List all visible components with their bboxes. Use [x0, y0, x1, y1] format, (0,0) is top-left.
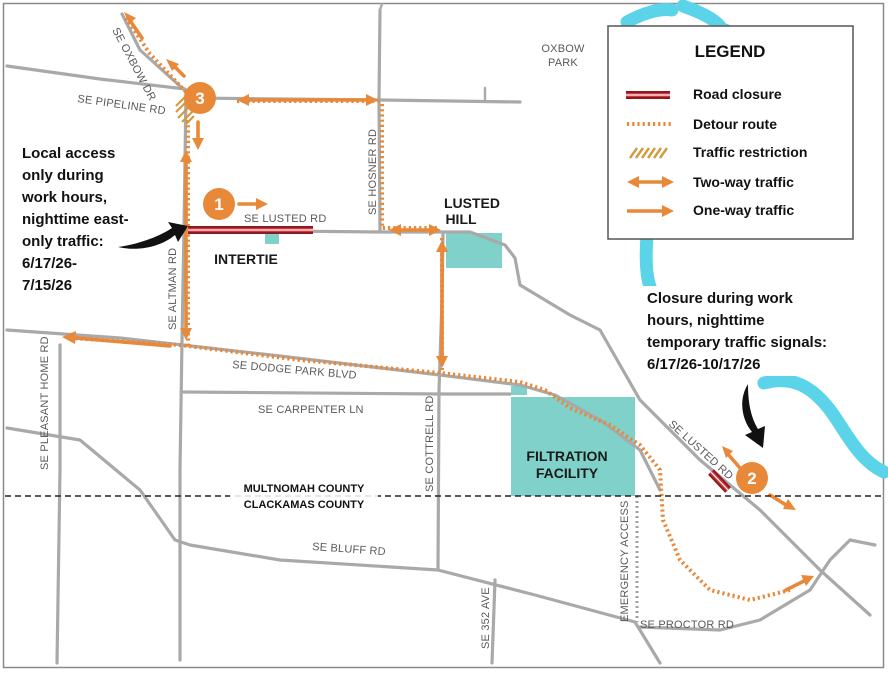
road-label-proctor: SE PROCTOR RD: [640, 619, 734, 631]
road-closure-2: [708, 469, 731, 493]
road-label-hosner: SE HOSNER RD: [367, 129, 379, 215]
svg-text:only traffic:: only traffic:: [22, 233, 104, 250]
svg-text:work hours,: work hours,: [21, 189, 107, 206]
road-label-altman: SE ALTMAN RD: [167, 248, 179, 330]
note-pointer-left: [118, 222, 188, 249]
svg-text:1: 1: [214, 195, 223, 214]
svg-text:7/15/26: 7/15/26: [22, 277, 72, 294]
legend-item-detour-route: Detour route: [693, 116, 777, 132]
legend-item-road-closure: Road closure: [693, 86, 782, 102]
svg-text:3: 3: [195, 89, 204, 108]
place-label-lusted-hill-line1: LUSTED: [444, 195, 500, 211]
road-label-carpenter: SE CARPENTER LN: [258, 404, 364, 416]
facility-annex: [511, 386, 527, 395]
marker-2: 2: [736, 462, 768, 494]
svg-text:6/17/26-: 6/17/26-: [22, 255, 77, 272]
one-way-traffic-arrows: [166, 59, 814, 592]
county-label-south: CLACKAMAS COUNTY: [244, 499, 365, 511]
legend-item-traffic-restriction: Traffic restriction: [693, 144, 807, 160]
county-label-backdrop: [230, 482, 378, 512]
place-label-filtration-line2: FACILITY: [536, 465, 599, 481]
road-label-cottrell: SE COTTRELL RD: [424, 395, 436, 492]
legend-item-one-way-traffic: One-way traffic: [693, 202, 794, 218]
note-left: Local access only during work hours, nig…: [21, 145, 129, 294]
road-label-lusted: SE LUSTED RD: [244, 213, 326, 225]
legend-traffic-restriction-symbol: [629, 147, 668, 159]
filtration-facility-area: [511, 397, 635, 496]
legend-one-way-symbol: [627, 205, 674, 217]
legend: LEGEND Road closure Detour route Traffic…: [607, 25, 854, 240]
road-label-pleasant-home: SE PLEASANT HOME RD: [39, 336, 51, 470]
marker-3: 3: [184, 82, 216, 114]
legend-title: LEGEND: [695, 42, 766, 61]
legend-two-way-symbol: [627, 176, 674, 188]
legend-item-two-way-traffic: Two-way traffic: [693, 174, 794, 190]
traffic-restriction-marker: [175, 95, 195, 125]
place-label-lusted-hill-line2: HILL: [445, 211, 477, 227]
county-label-north: MULTNOMAH COUNTY: [244, 483, 365, 495]
place-label-intertie: INTERTIE: [214, 251, 278, 267]
road-label-bluff: SE BLUFF RD: [312, 541, 386, 558]
svg-text:Closure during work: Closure during work: [647, 290, 794, 307]
road-label-352-ave: SE 352 AVE: [480, 587, 492, 649]
intertie-area: [265, 233, 279, 244]
svg-text:only during: only during: [22, 167, 104, 184]
road-label-emergency-access: EMERGENCY ACCESS: [619, 500, 631, 622]
svg-text:2: 2: [747, 469, 756, 488]
svg-text:6/17/26-10/17/26: 6/17/26-10/17/26: [647, 356, 760, 373]
svg-text:Local access: Local access: [22, 145, 115, 162]
place-label-oxbow-park-line2: PARK: [548, 57, 578, 69]
svg-text:hours, nighttime: hours, nighttime: [647, 312, 765, 329]
place-label-filtration-line1: FILTRATION: [526, 448, 607, 464]
note-pointer-right: [742, 384, 765, 448]
svg-text:nighttime east-: nighttime east-: [22, 211, 129, 228]
svg-text:temporary traffic signals:: temporary traffic signals:: [647, 334, 827, 351]
place-label-oxbow-park-line1: OXBOW: [541, 43, 585, 55]
lusted-hill-area: [446, 233, 502, 268]
note-right: Closure during work hours, nighttime tem…: [640, 286, 840, 376]
two-way-traffic-arrows: [62, 12, 796, 510]
marker-1: 1: [203, 188, 235, 220]
